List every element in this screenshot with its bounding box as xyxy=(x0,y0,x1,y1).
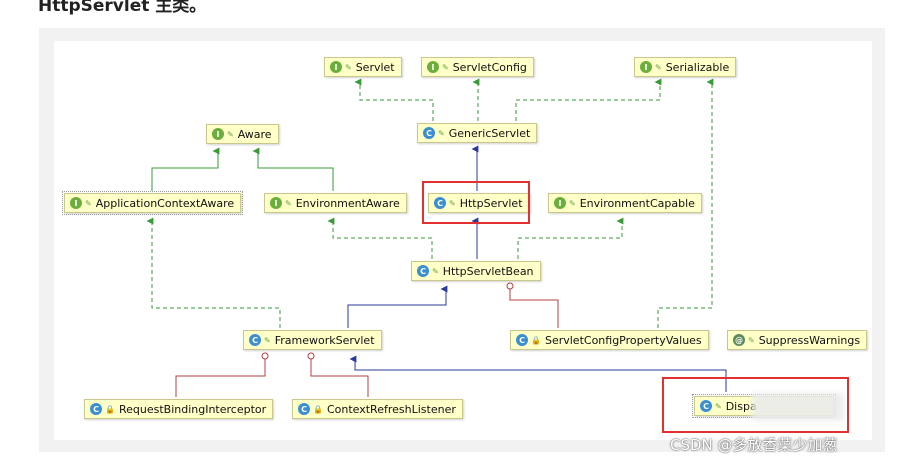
interface-icon: I xyxy=(212,128,224,140)
visibility-icon: ✎ xyxy=(85,198,92,208)
node-label: EnvironmentCapable xyxy=(579,196,695,210)
visibility-icon: ✎ xyxy=(227,129,234,139)
visibility-icon: ✎ xyxy=(264,335,271,345)
abstract-class-icon: C xyxy=(417,265,429,277)
class-icon: C xyxy=(516,334,528,346)
highlight-httpservlet xyxy=(422,181,530,224)
interface-icon: I xyxy=(427,61,439,73)
private-lock-icon: 🔒 xyxy=(105,404,115,414)
node-label: ServletConfigPropertyValues xyxy=(544,333,702,347)
edge-generic-implements xyxy=(354,78,662,121)
visibility-icon: ✎ xyxy=(449,198,456,208)
interface-icon: I xyxy=(554,197,566,209)
node-label: GenericServlet xyxy=(448,126,531,140)
visibility-icon: ✎ xyxy=(748,335,755,345)
node-contextrefreshlistener[interactable]: C 🔒 ContextRefreshListener xyxy=(292,399,463,419)
csdn-watermark: CSDN @多放香菜少加葱 xyxy=(670,436,838,454)
node-aware[interactable]: I ✎ Aware xyxy=(206,124,279,144)
node-label: Serializable xyxy=(665,60,730,74)
node-label: SuppressWarnings xyxy=(758,333,861,347)
visibility-icon: ✎ xyxy=(285,198,292,208)
node-label: HttpServlet xyxy=(459,196,523,210)
node-applicationcontextaware[interactable]: I ✎ ApplicationContextAware xyxy=(61,191,244,215)
node-label: ContextRefreshListener xyxy=(326,402,456,416)
class-icon: C xyxy=(700,400,712,412)
edge-bean-implements xyxy=(146,78,714,328)
node-suppresswarnings[interactable]: @ ✎ SuppressWarnings xyxy=(727,330,868,350)
node-label: HttpServletBean xyxy=(442,264,534,278)
node-serializable[interactable]: I ✎ Serializable xyxy=(634,57,737,77)
node-environmentcapable[interactable]: I ✎ EnvironmentCapable xyxy=(548,193,702,213)
node-label: ApplicationContextAware xyxy=(95,196,235,210)
node-environmentaware[interactable]: I ✎ EnvironmentAware xyxy=(264,193,407,213)
interface-icon: I xyxy=(270,197,282,209)
edge-inner-classes xyxy=(175,289,559,397)
partial-header-text: HttpServlet 主类。 xyxy=(38,0,207,16)
node-requestbindinginterceptor[interactable]: C 🔒 RequestBindingInterceptor xyxy=(84,399,274,419)
node-servletconfigpropertyvalues[interactable]: C 🔒 ServletConfigPropertyValues xyxy=(510,330,709,350)
class-icon: C xyxy=(90,403,102,415)
visibility-icon: ✎ xyxy=(655,62,662,72)
visibility-icon: ✎ xyxy=(715,401,722,411)
abstract-class-icon: C xyxy=(423,127,435,139)
private-lock-icon: 🔒 xyxy=(313,404,323,414)
interface-icon: I xyxy=(70,197,82,209)
node-servlet[interactable]: I ✎ Servlet xyxy=(324,57,402,77)
visibility-icon: ✎ xyxy=(345,62,352,72)
node-frameworkservlet[interactable]: C ✎ FrameworkServlet xyxy=(243,330,382,350)
highlight-dispatcherservlet xyxy=(662,377,849,433)
node-label: Dispa xyxy=(725,399,757,413)
visibility-icon: ✎ xyxy=(569,198,576,208)
inner-class-markers xyxy=(261,282,514,360)
node-label: RequestBindingInterceptor xyxy=(118,402,267,416)
abstract-class-icon: C xyxy=(249,334,261,346)
visibility-icon: ✎ xyxy=(432,266,439,276)
visibility-icon: ✎ xyxy=(438,128,445,138)
edge-aware-extends xyxy=(151,147,334,191)
node-genericservlet[interactable]: C ✎ GenericServlet xyxy=(417,123,538,143)
blur-overlay xyxy=(752,393,844,421)
node-servletconfig[interactable]: I ✎ ServletConfig xyxy=(421,57,534,77)
diagram-canvas xyxy=(54,41,872,440)
node-label: FrameworkServlet xyxy=(274,333,375,347)
visibility-icon: ✎ xyxy=(442,62,449,72)
edge-httpservlet-extends xyxy=(347,145,727,392)
node-httpservletbean[interactable]: C ✎ HttpServletBean xyxy=(411,261,541,281)
annotation-icon: @ xyxy=(733,334,745,346)
node-label: EnvironmentAware xyxy=(295,196,400,210)
node-label: ServletConfig xyxy=(452,60,527,74)
class-icon: C xyxy=(298,403,310,415)
node-label: Servlet xyxy=(355,60,395,74)
private-lock-icon: 🔒 xyxy=(531,335,541,345)
node-label: Aware xyxy=(237,127,272,141)
interface-icon: I xyxy=(330,61,342,73)
interface-icon: I xyxy=(640,61,652,73)
abstract-class-icon: C xyxy=(434,197,446,209)
node-httpservlet[interactable]: C ✎ HttpServlet xyxy=(428,193,530,213)
